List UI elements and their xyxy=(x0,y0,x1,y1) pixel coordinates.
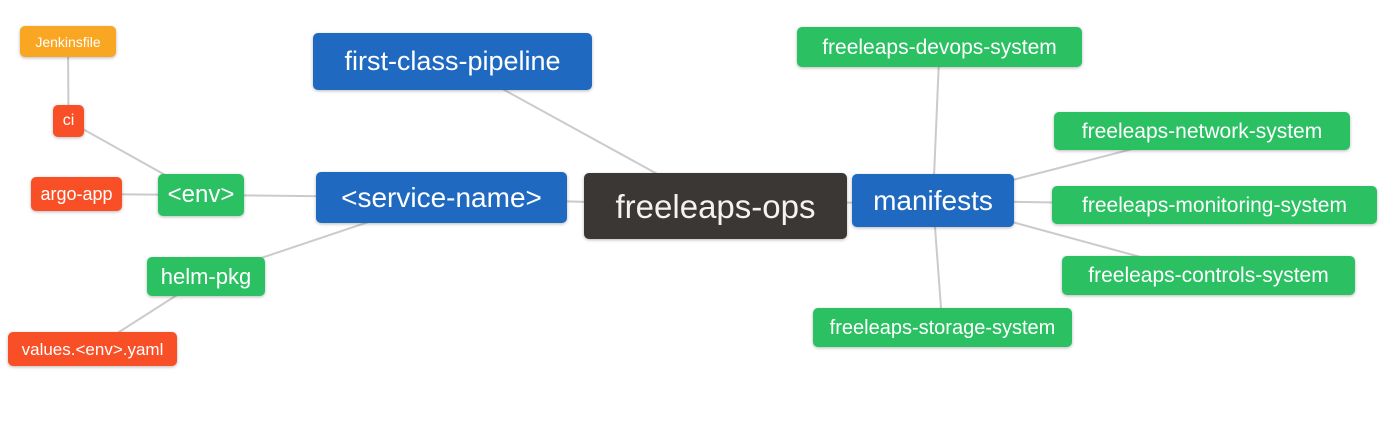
node-values-env-yaml[interactable]: values.<env>.yaml xyxy=(8,332,177,366)
node-freeleaps-monitoring-system[interactable]: freeleaps-monitoring-system xyxy=(1052,186,1377,224)
node-freeleaps-storage-system[interactable]: freeleaps-storage-system xyxy=(813,308,1072,347)
node-argo-app[interactable]: argo-app xyxy=(31,177,122,211)
node-service-name[interactable]: <service-name> xyxy=(316,172,567,223)
node-jenkinsfile[interactable]: Jenkinsfile xyxy=(20,26,116,57)
node-freeleaps-devops-system[interactable]: freeleaps-devops-system xyxy=(797,27,1082,67)
node-freeleaps-network-system[interactable]: freeleaps-network-system xyxy=(1054,112,1350,150)
node-freeleaps-ops[interactable]: freeleaps-ops xyxy=(584,173,847,239)
node-ci[interactable]: ci xyxy=(53,105,84,137)
node-first-class-pipeline[interactable]: first-class-pipeline xyxy=(313,33,592,90)
node-manifests[interactable]: manifests xyxy=(852,174,1014,227)
node-helm-pkg[interactable]: helm-pkg xyxy=(147,257,265,296)
node-env[interactable]: <env> xyxy=(158,174,244,216)
node-freeleaps-controls-system[interactable]: freeleaps-controls-system xyxy=(1062,256,1355,295)
